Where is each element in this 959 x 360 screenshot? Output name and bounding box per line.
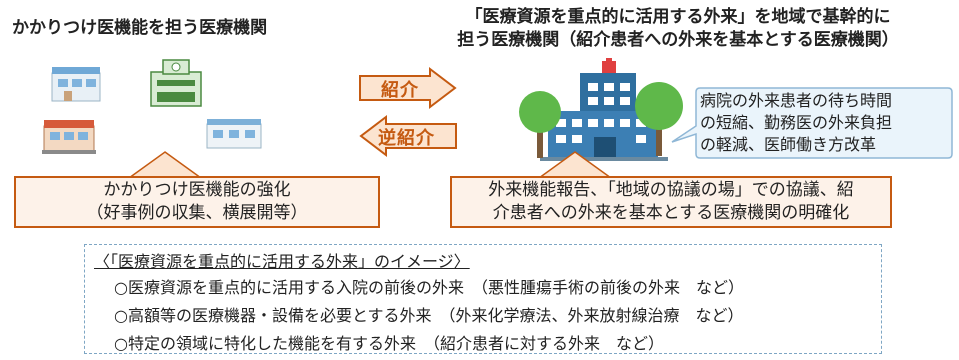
left-box-line1: かかりつけ医機能の強化 bbox=[103, 180, 291, 200]
clinic-icon bbox=[51, 67, 101, 102]
left-box-line2: （好事例の収集、横展開等） bbox=[86, 203, 308, 223]
right-callout-box: 外来機能報告、「地域の協議の場」での協議、紹 介患者への外来を基本とする医療機関… bbox=[450, 176, 892, 228]
hospital-building-icon bbox=[540, 58, 668, 161]
left-callout-box: かかりつけ医機能の強化 （好事例の収集、横展開等） bbox=[14, 176, 380, 228]
clinic-icon-2 bbox=[206, 119, 262, 149]
left-title: かかりつけ医機能を担う医療機関 bbox=[12, 18, 268, 38]
reverse-referral-arrow bbox=[359, 114, 457, 158]
speech-line3: の軽減、医師働き方改革 bbox=[700, 135, 877, 154]
tree-icon-2 bbox=[635, 82, 683, 156]
reverse-referral-label: 逆紹介 bbox=[378, 128, 435, 149]
right-box-line2: 介患者への外来を基本とする医療機関の明確化 bbox=[492, 203, 850, 223]
image-item: ○高額等の医療機器・設備を必要とする外来 （外来化学療法、外来放射線治療 など） bbox=[114, 306, 744, 325]
image-item: ○特定の領域に特化した機能を有する外来 （紹介患者に対する外来 など） bbox=[114, 334, 664, 353]
speech-bubble bbox=[671, 87, 953, 159]
image-section-heading: 〈「医療資源を重点的に活用する外来」のイメージ〉 bbox=[94, 252, 470, 271]
pharmacy-icon bbox=[42, 120, 96, 154]
image-item: ○医療資源を重点的に活用する入院の前後の外来 （悪性腫瘍手術の前後の外来 など） bbox=[114, 278, 744, 297]
small-hospital-icon bbox=[150, 59, 202, 107]
speech-line1: 病院の外来患者の待ち時間 bbox=[700, 91, 893, 110]
right-title-line2: 担う医療機関（紹介患者への外来を基本とする医療機関） bbox=[457, 30, 899, 50]
speech-line2: の短縮、勤務医の外来負担 bbox=[700, 113, 893, 132]
referral-arrow bbox=[359, 66, 457, 110]
tree-icon bbox=[519, 91, 561, 158]
right-box-line1: 外来機能報告、「地域の協議の場」での協議、紹 bbox=[488, 180, 854, 200]
speech-bubble-text: 病院の外来患者の待ち時間 の短縮、勤務医の外来負担 の軽減、医師働き方改革 bbox=[700, 90, 946, 156]
image-section-box bbox=[84, 244, 882, 354]
referral-label: 紹介 bbox=[381, 80, 419, 101]
right-title-line1: 「医療資源を重点的に活用する外来」を地域で基幹的に bbox=[465, 7, 891, 27]
right-title: 「医療資源を重点的に活用する外来」を地域で基幹的に 担う医療機関（紹介患者への外… bbox=[402, 6, 954, 52]
